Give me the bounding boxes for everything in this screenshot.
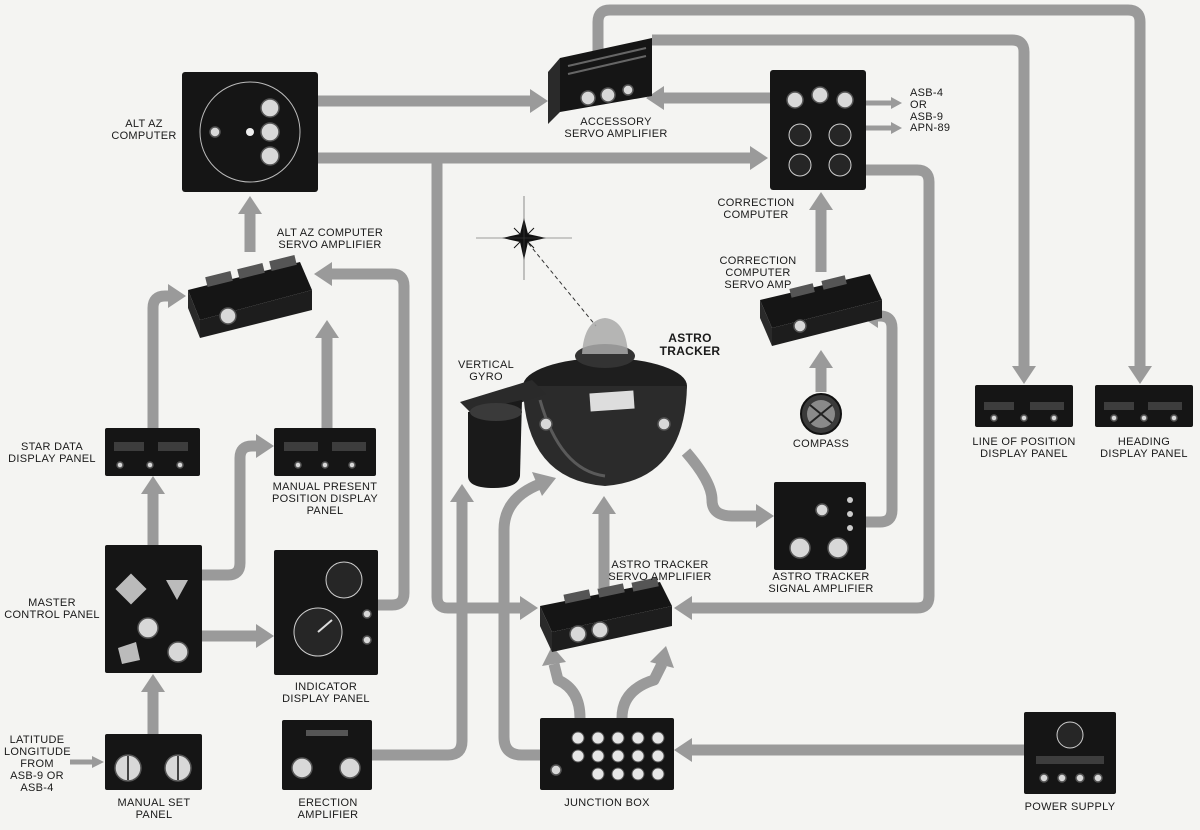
compass-unit bbox=[800, 393, 842, 435]
label-compass: COMPASS bbox=[792, 438, 850, 450]
label-latitude-longitude-input: LATITUDE LONGITUDE FROM ASB-9 OR ASB-4 bbox=[4, 734, 71, 794]
label-line-of-position-display-panel: LINE OF POSITION DISPLAY PANEL bbox=[972, 436, 1076, 460]
arrow-master-to-mppd bbox=[202, 440, 258, 581]
label-astro-tracker: ASTRO TRACKER bbox=[659, 331, 721, 358]
label-astro-tracker-signal-amplifier: ASTRO TRACKER SIGNAL AMPLIFIER bbox=[768, 571, 874, 595]
arrowhead bbox=[809, 192, 833, 210]
label-alt-az-computer-servo-amplifier: ALT AZ COMPUTER SERVO AMPLIFIER bbox=[276, 227, 384, 251]
junction-box-unit bbox=[540, 718, 674, 790]
correction-servo-amp-unit bbox=[760, 274, 882, 346]
arrowhead bbox=[141, 476, 165, 494]
arrow-stardata-to-altazservo bbox=[147, 290, 171, 428]
arrowhead bbox=[256, 434, 274, 458]
master-control-panel-unit bbox=[105, 545, 202, 673]
arrowhead bbox=[756, 504, 774, 528]
arrow-junction-to-tracker bbox=[498, 478, 543, 761]
arrowhead bbox=[809, 350, 833, 368]
arrow-indicator-to-altazservo bbox=[330, 268, 410, 611]
label-star-data-display-panel: STAR DATA DISPLAY PANEL bbox=[8, 441, 96, 465]
arrow-erection-to-gyro bbox=[372, 500, 468, 761]
arrowhead bbox=[891, 97, 902, 109]
label-correction-computer: CORRECTION COMPUTER bbox=[717, 197, 795, 221]
arrow-junction-to-trackerservo-right bbox=[616, 661, 667, 719]
arrow-altaz-to-tracker-servo bbox=[431, 158, 522, 614]
arrowhead bbox=[750, 146, 768, 170]
heading-display-panel-unit bbox=[1095, 385, 1193, 427]
manual-present-position-display-panel-unit bbox=[274, 428, 376, 476]
arrowhead bbox=[92, 756, 104, 768]
arrow-signalamp-to-corrservo bbox=[866, 310, 898, 528]
arrowhead bbox=[542, 646, 566, 666]
label-apn89: APN-89 bbox=[910, 122, 951, 134]
label-manual-set-panel: MANUAL SET PANEL bbox=[117, 797, 191, 821]
vertical-gyro-unit bbox=[460, 380, 546, 488]
indicator-display-panel-unit bbox=[274, 550, 378, 675]
astro-tracker-servo-amplifier-unit bbox=[540, 577, 672, 652]
label-master-control-panel: MASTER CONTROL PANEL bbox=[4, 597, 100, 621]
arrowhead bbox=[238, 196, 262, 214]
label-astro-tracker-servo-amplifier: ASTRO TRACKER SERVO AMPLIFIER bbox=[608, 559, 712, 583]
arrow-accessory-to-heading bbox=[592, 4, 1146, 368]
line-of-position-display-panel-unit bbox=[975, 385, 1073, 427]
label-indicator-display-panel: INDICATOR DISPLAY PANEL bbox=[282, 681, 370, 705]
arrowhead bbox=[315, 320, 339, 338]
arrowhead bbox=[256, 624, 274, 648]
arrowhead bbox=[674, 738, 692, 762]
alt-az-servo-amplifier-unit bbox=[188, 255, 312, 338]
arrowhead bbox=[530, 89, 548, 113]
star-data-display-panel-unit bbox=[105, 428, 200, 476]
erection-amplifier-unit bbox=[282, 720, 372, 790]
arrowhead bbox=[646, 86, 664, 110]
arrow-correction-to-tracker-servo bbox=[690, 164, 935, 614]
arrowhead bbox=[168, 284, 186, 308]
arrowhead bbox=[1128, 366, 1152, 384]
label-alt-az-computer: ALT AZ COMPUTER bbox=[111, 118, 177, 142]
connectors bbox=[70, 4, 1152, 768]
astro-tracker-unit bbox=[523, 237, 687, 486]
correction-computer-unit bbox=[770, 70, 866, 190]
label-correction-computer-servo-amp: CORRECTION COMPUTER SERVO AMP bbox=[719, 255, 797, 291]
arrowhead bbox=[520, 596, 538, 620]
label-vertical-gyro: VERTICAL GYRO bbox=[458, 359, 514, 383]
power-supply-unit bbox=[1024, 712, 1116, 794]
label-junction-box: JUNCTION BOX bbox=[564, 797, 650, 809]
label-asb4-or-asb9: ASB-4 OR ASB-9 bbox=[910, 87, 944, 123]
arrowhead bbox=[674, 596, 692, 620]
manual-set-panel-unit bbox=[105, 734, 202, 790]
arrowhead bbox=[532, 472, 556, 496]
arrowhead bbox=[141, 674, 165, 692]
arrowhead bbox=[650, 646, 674, 668]
alt-az-computer-unit bbox=[182, 72, 318, 192]
label-erection-amplifier: ERECTION AMPLIFIER bbox=[297, 797, 359, 821]
arrow-accessory-to-lop bbox=[652, 34, 1030, 368]
arrowhead bbox=[450, 484, 474, 502]
arrowhead bbox=[592, 496, 616, 514]
accessory-servo-amplifier-unit bbox=[548, 38, 652, 124]
label-manual-present-position-display-panel: MANUAL PRESENT POSITION DISPLAY PANEL bbox=[271, 481, 379, 517]
arrowhead bbox=[314, 262, 332, 286]
star-sparkle-icon bbox=[476, 196, 572, 280]
arrow-tracker-to-signalamp bbox=[681, 448, 758, 522]
label-heading-display-panel: HEADING DISPLAY PANEL bbox=[1100, 436, 1188, 460]
arrowhead bbox=[1012, 366, 1036, 384]
astro-tracker-signal-amplifier-unit bbox=[774, 482, 866, 570]
arrowhead bbox=[891, 122, 902, 134]
arrow-junction-to-trackerservo-left bbox=[548, 662, 586, 719]
label-accessory-servo-amplifier: ACCESSORY SERVO AMPLIFIER bbox=[564, 116, 668, 140]
label-power-supply: POWER SUPPLY bbox=[1024, 801, 1116, 813]
